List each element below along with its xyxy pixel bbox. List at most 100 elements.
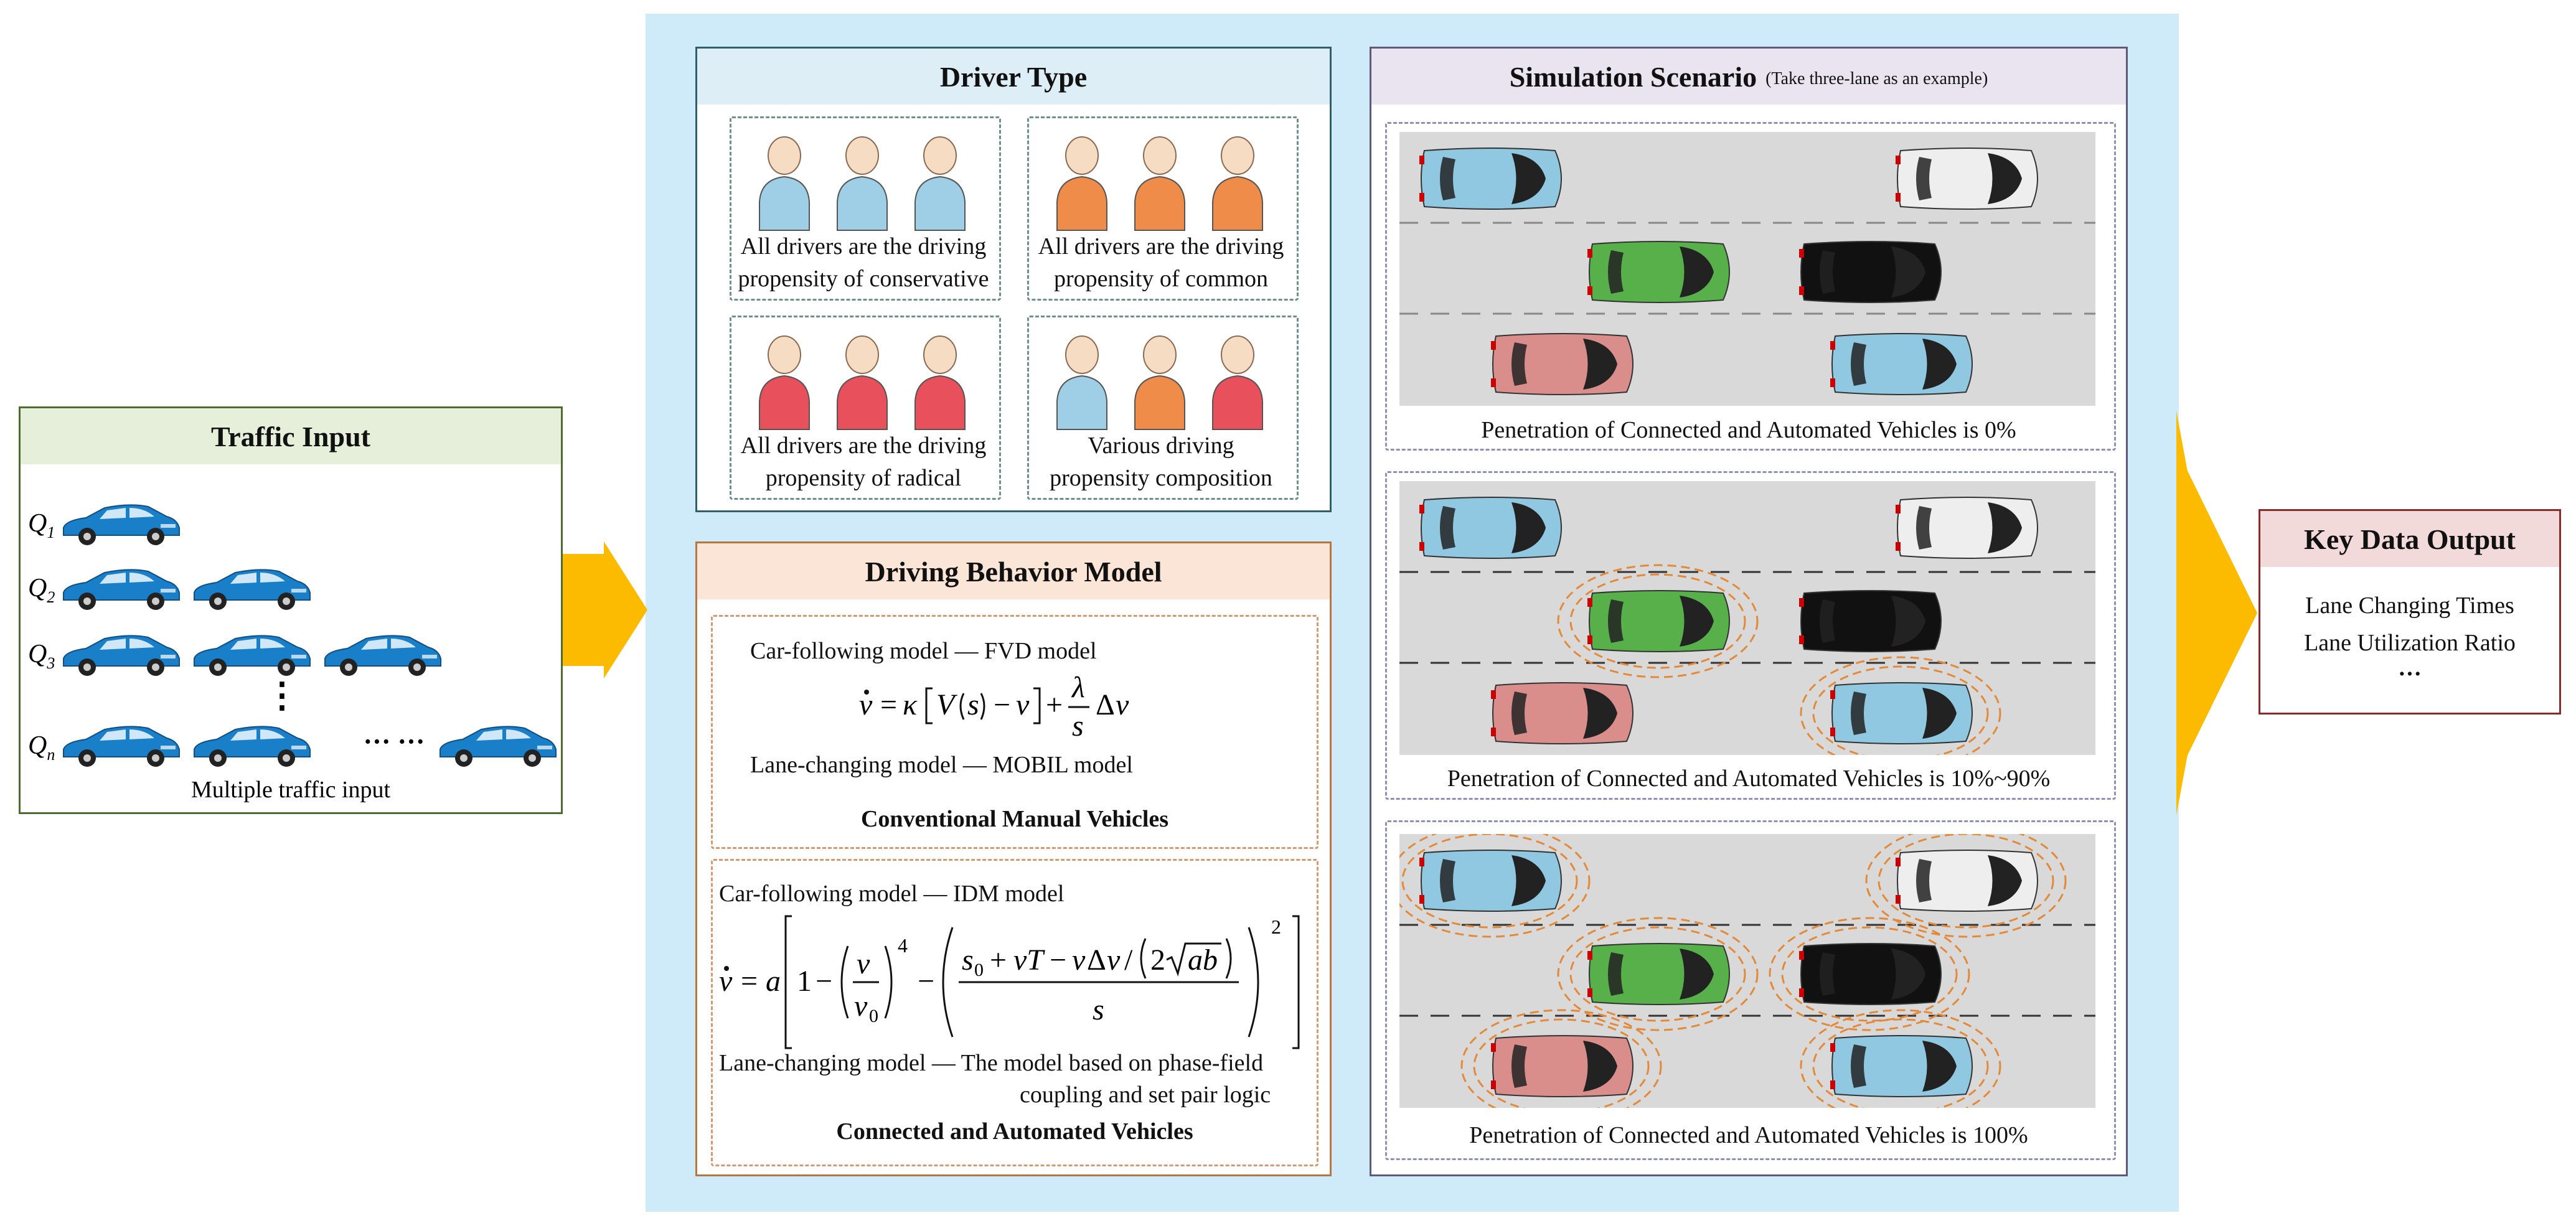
svg-text:v: v (857, 947, 870, 980)
svg-text:v: v (1016, 688, 1030, 721)
svg-text:s: s (962, 944, 974, 977)
driver-text-line: All drivers are the driving (1038, 233, 1284, 260)
cav-caption: Connected and Automated Vehicles (836, 1118, 1193, 1145)
car-icon (63, 504, 180, 546)
car-defs (0, 0, 1, 1)
svg-text:v: v (859, 688, 873, 721)
driver-cell-radical-text: All drivers are the driving propensity o… (716, 429, 1011, 494)
car-icon (324, 635, 441, 677)
scenario-1-caption: Penetration of Connected and Automated V… (1447, 766, 2051, 792)
svg-text:s: s (1072, 710, 1084, 743)
output-panel: Key Data Output Lane Changing Times Lane… (2259, 509, 2561, 715)
car-icon (1490, 1035, 1634, 1097)
q3-label: Q3 (28, 640, 55, 672)
output-title: Key Data Output (2304, 523, 2516, 555)
simulation-title: Simulation Scenario (1509, 60, 1757, 93)
manual-caption: Conventional Manual Vehicles (860, 806, 1169, 832)
driver-text-line: propensity composition (1050, 465, 1272, 491)
idm-equation: v = a 1 − v v 0 4 − s 0 + vT − v Δ v / 2… (719, 915, 1300, 1049)
svg-text:Δ: Δ (1087, 944, 1106, 977)
qn-label: Qn (28, 731, 55, 764)
q2-label: Q2 (28, 574, 55, 606)
svg-text:s: s (967, 688, 979, 721)
driver-text-line: propensity of common (1053, 266, 1269, 292)
driver-text-line: propensity of conservative (738, 266, 989, 292)
traffic-input-caption: Multiple traffic input (191, 777, 391, 803)
scenario-0-caption: Penetration of Connected and Automated V… (1481, 417, 2016, 443)
driving-behavior-title: Driving Behavior Model (865, 555, 1162, 588)
svg-text:s: s (1093, 993, 1104, 1026)
svg-text:4: 4 (898, 934, 908, 957)
car-icon (1587, 590, 1730, 652)
svg-text:2: 2 (1150, 944, 1165, 977)
car-icon (1587, 241, 1730, 303)
cav-lane-changing-1: Lane-changing model — The model based on… (719, 1050, 1264, 1076)
output-item: Lane Utilization Ratio (2304, 630, 2516, 656)
road-scenario-0 (1399, 132, 2095, 406)
person-group-radical (759, 335, 966, 430)
svg-text:0: 0 (974, 960, 984, 980)
driver-cell-conservative-text: All drivers are the driving propensity o… (716, 230, 1011, 295)
driver-cell-common-text: All drivers are the driving propensity o… (1013, 230, 1309, 295)
driver-cell-radical (730, 316, 1001, 500)
car-icon (63, 569, 180, 611)
driver-type-title: Driver Type (939, 60, 1088, 93)
scenario-box-1 (1385, 471, 2116, 800)
driver-text-line: All drivers are the driving (740, 433, 987, 459)
traffic-input-header: Traffic Input (21, 408, 561, 464)
driver-text-line: Various driving (1088, 433, 1234, 459)
scenario-box-0 (1385, 122, 2116, 451)
svg-text:1: 1 (797, 965, 812, 998)
car-icon (1798, 943, 1942, 1005)
driver-cell-mixed-text: Various driving propensity composition (1013, 429, 1309, 494)
simulation-header: Simulation Scenario (Take three-lane as … (1371, 49, 2126, 105)
svg-text:a: a (766, 965, 781, 998)
road-scenario-2 (1399, 834, 2095, 1108)
output-item: Lane Changing Times (2305, 593, 2514, 619)
svg-text:=: = (880, 688, 897, 721)
svg-text:κ: κ (903, 688, 918, 721)
svg-text:/: / (1124, 944, 1133, 977)
svg-text:V: V (936, 688, 957, 721)
car-icon (1830, 682, 1973, 744)
svg-text:v: v (1072, 944, 1086, 977)
driver-text-line: propensity of radical (765, 465, 962, 491)
driver-text-line: All drivers are the driving (740, 233, 987, 260)
svg-text:+: + (1046, 688, 1063, 721)
car-icon (63, 726, 180, 767)
car-icon (1895, 148, 2038, 210)
q1-label: Q1 (28, 509, 55, 541)
car-icon (1419, 148, 1562, 210)
car-icon (1490, 333, 1634, 395)
car-icon (1587, 943, 1730, 1005)
car-icon (194, 726, 311, 767)
person-group-mixed (1056, 335, 1263, 430)
arrow-traffic-to-models (560, 541, 647, 678)
svg-text:2: 2 (1271, 916, 1281, 938)
arrow-to-output (2176, 411, 2257, 815)
car-icon (63, 635, 180, 677)
manual-vehicle-box (711, 615, 1319, 849)
svg-text:−: − (1050, 944, 1066, 977)
driver-cell-mixed (1027, 316, 1299, 500)
svg-text:v: v (1116, 688, 1129, 721)
cav-box (711, 859, 1319, 1166)
svg-text:λ: λ (1071, 671, 1085, 704)
car-icon (1490, 682, 1634, 744)
horizontal-dots: ··· ··· (363, 726, 425, 757)
car-icon (194, 635, 311, 677)
output-item: ··· (2397, 661, 2422, 687)
simulation-subtitle: (Take three-lane as an example) (1765, 69, 1988, 88)
svg-text:v: v (854, 990, 868, 1023)
svg-text:−: − (994, 688, 1010, 721)
scenario-box-2 (1385, 820, 2116, 1160)
traffic-input-title: Traffic Input (211, 420, 370, 452)
svg-text:−: − (816, 965, 832, 998)
manual-lane-changing: Lane-changing model — MOBIL model (750, 752, 1133, 778)
svg-text:=: = (741, 965, 758, 998)
svg-text:Δ: Δ (1096, 688, 1115, 721)
output-header: Key Data Output (2260, 511, 2559, 567)
svg-text:vT: vT (1013, 944, 1045, 977)
car-icon (1895, 497, 2038, 559)
cav-lane-changing-2: coupling and set pair logic (1020, 1082, 1271, 1108)
